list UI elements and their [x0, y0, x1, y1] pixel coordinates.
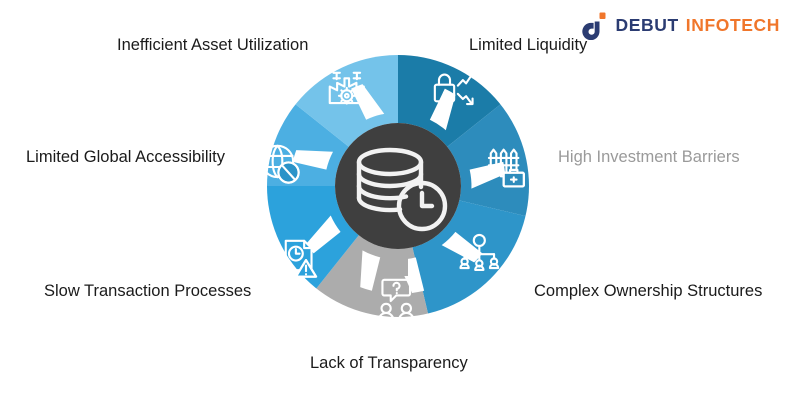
label-slow-transaction-processes: Slow Transaction Processes	[44, 282, 252, 300]
database-clock-icon	[356, 147, 448, 232]
label-lack-of-transparency: Lack of Transparency	[310, 354, 468, 372]
label-complex-ownership-structures: Complex Ownership Structures	[534, 282, 763, 300]
factory-gear-icon	[328, 71, 365, 105]
logo-word-infotech: INFOTECH	[685, 15, 780, 36]
logo-wordmark: DEBUT INFOTECH	[615, 17, 780, 35]
question-speech-people-icon	[377, 278, 415, 322]
fence-briefcase-icon	[487, 148, 525, 188]
document-clock-warning-icon	[284, 239, 318, 278]
org-hierarchy-icon	[459, 233, 500, 271]
label-high-investment-barriers: High Investment Barriers	[558, 148, 740, 166]
label-inefficient-asset-utilization: Inefficient Asset Utilization	[117, 36, 309, 54]
challenges-wheel-diagram	[238, 26, 558, 361]
label-limited-global-accessibility: Limited Global Accessibility	[26, 148, 225, 166]
brand-logo: DEBUT INFOTECH	[582, 11, 780, 41]
debut-infotech-logo-mark	[582, 12, 608, 41]
logo-word-debut: DEBUT	[615, 15, 679, 36]
lock-volatility-arrows-icon	[433, 70, 474, 106]
globe-blocked-icon	[260, 144, 300, 184]
label-limited-liquidity: Limited Liquidity	[469, 36, 588, 54]
